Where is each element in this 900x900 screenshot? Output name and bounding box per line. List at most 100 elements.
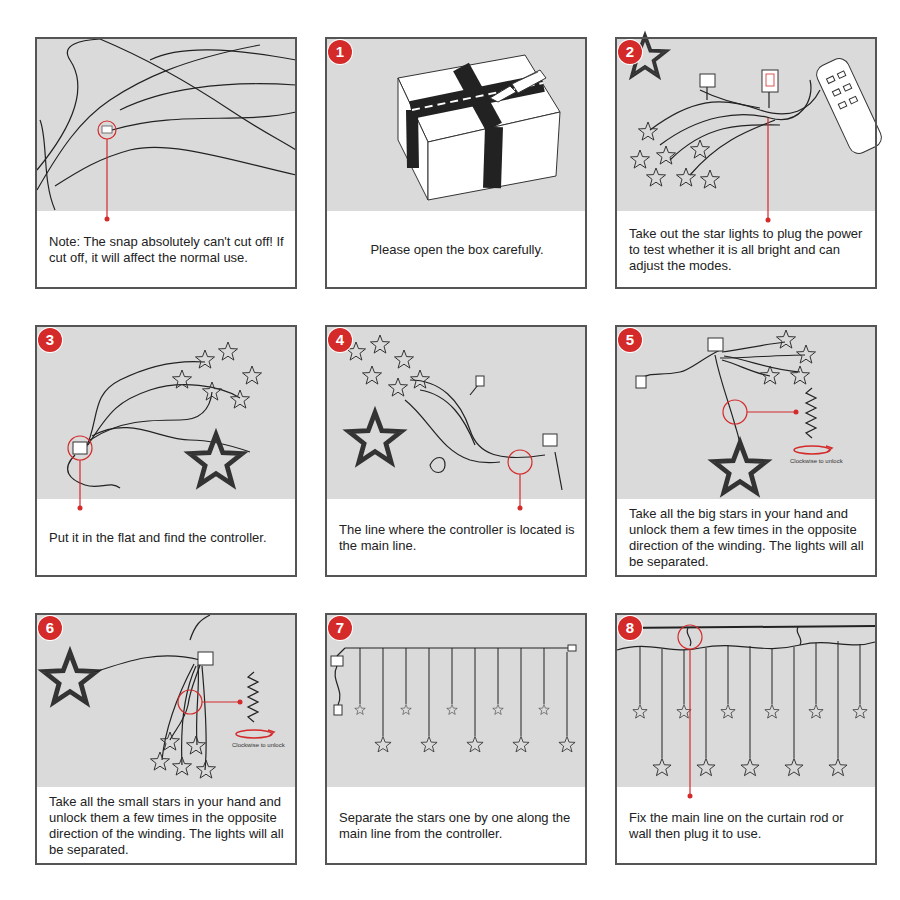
drawing-part <box>388 378 407 396</box>
caption-area: Put it in the flat and find the controll… <box>49 499 285 577</box>
drawing-part <box>640 647 641 704</box>
drawing-part <box>806 388 816 438</box>
drawing-part <box>352 416 398 459</box>
drawing-part <box>741 759 759 776</box>
drawing-part <box>218 342 237 360</box>
panel-grounds <box>35 37 877 787</box>
drawing-part <box>325 325 587 499</box>
step-caption: Take out the star lights to plug the pow… <box>629 226 865 275</box>
drawing-part <box>95 656 200 672</box>
drawing-part <box>493 705 503 715</box>
callout-number: 1 <box>328 40 352 64</box>
caption-area: The line where the controller is located… <box>339 499 575 577</box>
drawing-part <box>150 50 296 60</box>
drawing-part <box>187 432 244 486</box>
drawing-part <box>670 125 780 160</box>
caption-area: Please open the box carefully. <box>339 211 575 289</box>
caption-area: Take all the small stars in your hand an… <box>49 787 285 865</box>
drawing-part <box>617 626 875 628</box>
drawing-part <box>796 345 815 363</box>
drawing-part <box>690 140 709 158</box>
drawing-part <box>832 89 840 96</box>
drawing-part <box>202 382 221 400</box>
drawing-part <box>230 390 249 408</box>
drawing-part <box>762 70 778 92</box>
drawing-part <box>768 92 769 108</box>
small-stars-drawing <box>41 615 274 778</box>
drawing-part <box>120 84 296 110</box>
drawing-part <box>429 648 430 736</box>
drawing-part <box>642 350 720 378</box>
drawing-part <box>656 146 675 164</box>
drawing-part <box>617 642 875 650</box>
drawing-part <box>73 442 87 454</box>
drawing-part <box>268 730 274 736</box>
drawing-part <box>35 325 297 499</box>
drawing-part <box>700 170 719 188</box>
drawing-part <box>421 737 437 752</box>
callout-number: 6 <box>38 616 62 640</box>
drawing-part <box>398 78 428 200</box>
drawing-part <box>809 705 823 719</box>
curtain-drawing <box>331 645 576 752</box>
drawing-part <box>467 737 483 752</box>
drawing-part <box>636 376 646 388</box>
drawing-part <box>853 705 867 719</box>
step-caption: Separate the stars one by one along the … <box>339 810 575 843</box>
drawing-part <box>475 648 476 736</box>
drawing-part <box>410 370 429 388</box>
drawing-part <box>700 90 760 108</box>
drawing-part <box>559 737 575 752</box>
step-panel: Please open the box carefully. <box>325 37 587 289</box>
drawing-part <box>630 150 649 168</box>
drawing-part <box>760 366 779 384</box>
step-panel: Put it in the flat and find the controll… <box>35 325 297 577</box>
drawing-part <box>568 645 576 651</box>
drawing-part <box>717 446 763 489</box>
step-caption: The line where the controller is located… <box>339 522 575 555</box>
drawing-part <box>370 335 389 353</box>
drawing-part <box>412 110 413 168</box>
drawing-part <box>190 615 210 640</box>
drawing-part <box>55 147 296 186</box>
drawing-part <box>334 705 342 715</box>
drawing-part <box>816 643 817 704</box>
step-caption: Fix the main line on the curtain rod or … <box>629 810 865 843</box>
wire-snap-drawing <box>37 39 296 222</box>
drawing-part <box>638 122 657 140</box>
drawing-part <box>195 350 214 368</box>
drawing-part <box>447 705 457 715</box>
drawing-part <box>772 649 773 704</box>
drawing-part <box>849 96 857 103</box>
drawing-part <box>41 650 98 704</box>
step-panel: Fix the main line on the curtain rod or … <box>615 613 877 865</box>
drawing-part <box>401 705 411 715</box>
callout-number: 2 <box>618 40 642 64</box>
drawing-part <box>405 400 500 463</box>
drawing-part <box>197 665 199 745</box>
drawing-part <box>706 648 707 758</box>
drawing-part <box>102 126 112 133</box>
drawing-part <box>172 370 191 388</box>
drawing-part <box>660 80 811 145</box>
drawing-part <box>35 37 297 211</box>
drawing-part <box>242 366 261 384</box>
drawing-part <box>47 656 93 699</box>
drawing-part <box>700 74 715 87</box>
drawing-part <box>520 72 538 80</box>
drawing-part <box>767 118 768 220</box>
drawing-part <box>678 625 702 649</box>
drawing-part <box>766 218 771 223</box>
step-panel: Separate the stars one by one along the … <box>325 613 587 865</box>
callout-number: 7 <box>328 616 352 640</box>
drawing-part <box>186 736 205 754</box>
step-caption: Put it in the flat and find the controll… <box>49 530 285 546</box>
drawing-part <box>633 705 647 719</box>
drawing-part <box>35 613 297 787</box>
drawing-part <box>92 428 250 452</box>
drawing-part <box>430 458 445 473</box>
big-stars-drawing <box>636 330 832 494</box>
drawing-part <box>567 652 568 736</box>
